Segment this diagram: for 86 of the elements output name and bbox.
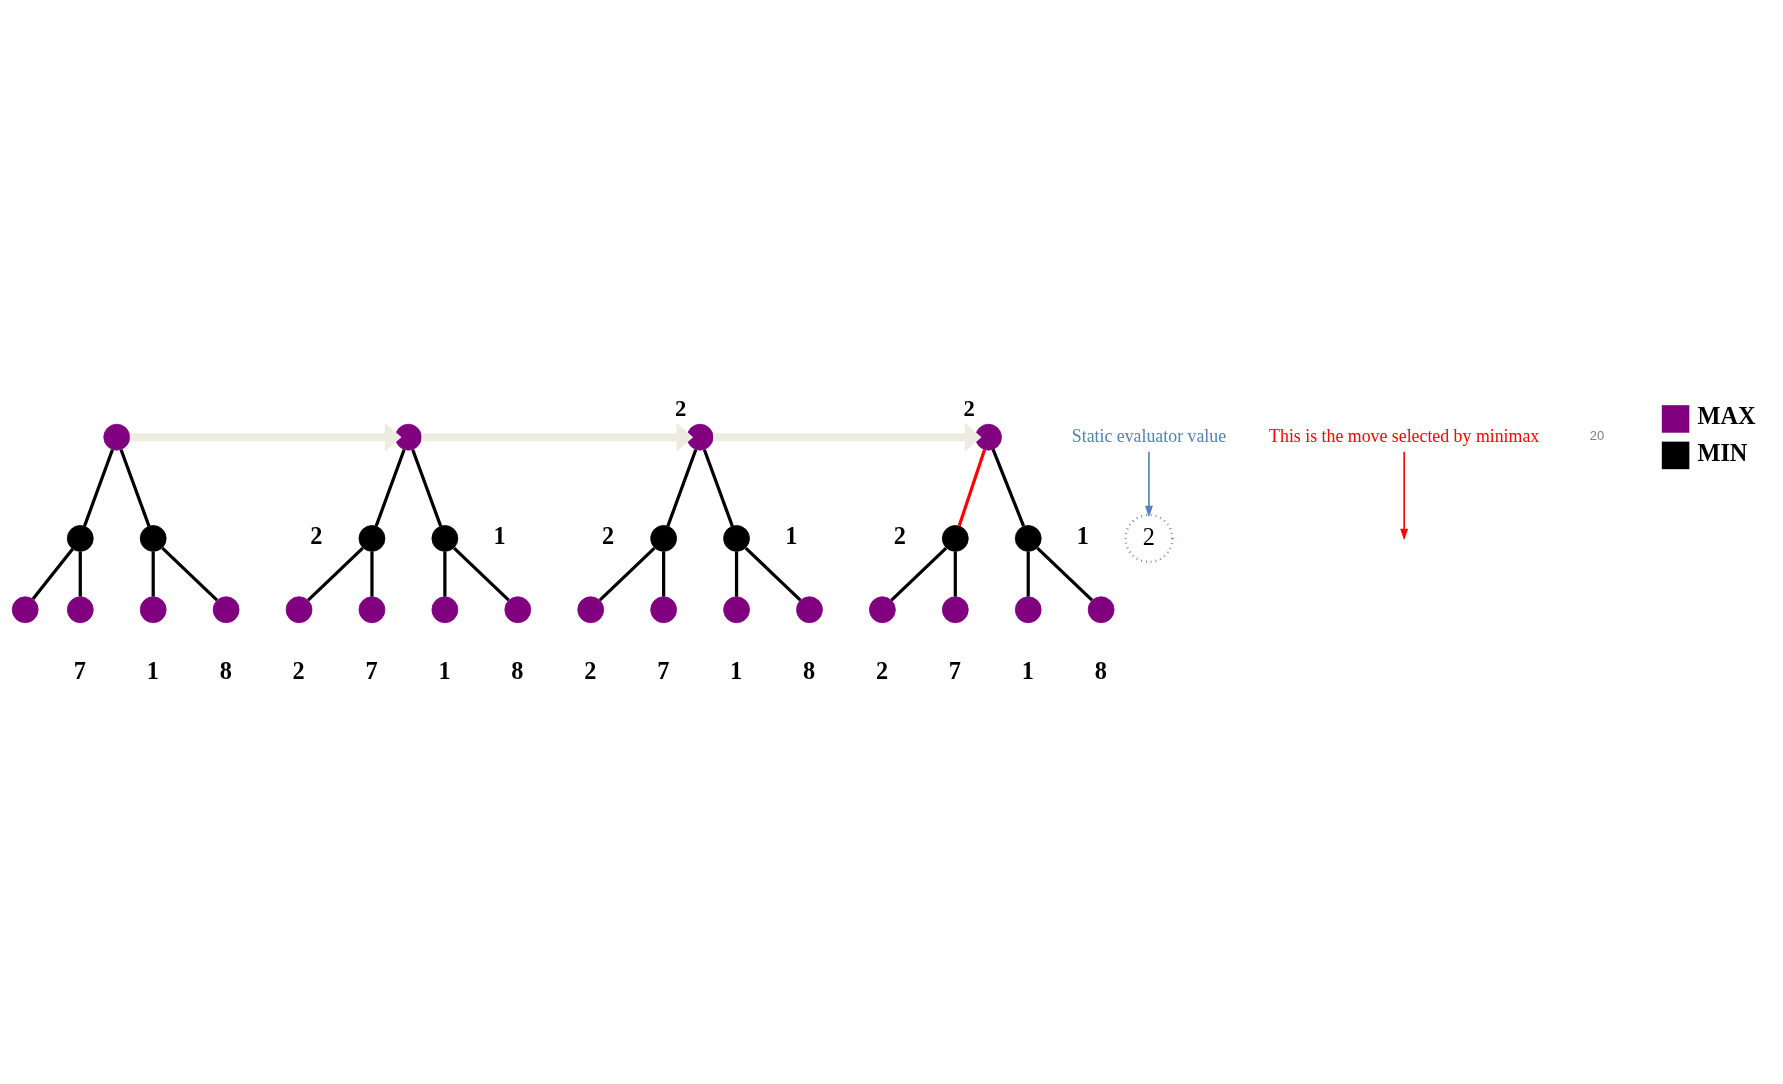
arrow [421,422,694,452]
node-label: 8 [1094,656,1107,684]
connector [991,448,1026,527]
connector [1026,551,1030,597]
connector [953,551,957,597]
node-circle [431,524,459,552]
node-circle [1014,524,1042,552]
connector [734,551,739,597]
node-label: 1 [493,521,506,549]
node-label: 1 [785,521,798,549]
connector [443,551,447,597]
node-circle [66,524,94,552]
connector [411,448,443,527]
legend-label: MIN [1697,438,1748,466]
node-label: 1 [730,656,743,684]
node-circle [358,595,386,623]
node-label: 1 [146,656,159,684]
connector [78,551,82,597]
node-circle [212,595,240,623]
node-label: 8 [511,656,524,684]
arrow [713,422,982,452]
connector [119,448,151,527]
node-circle [358,524,386,552]
node-circle [650,595,677,623]
node-label: 7 [657,656,670,684]
arrow [129,422,402,452]
node-circle [1014,595,1042,623]
node-label: 7 [365,656,378,684]
node-label: 1 [1076,521,1089,549]
node-circle [139,595,167,623]
connector [370,551,374,597]
node-label: 2 [292,656,305,684]
node-circle [577,595,605,623]
node-label: 2 [310,521,323,549]
node-circle [723,524,750,552]
node-label: 7 [73,656,86,684]
node-circle [941,524,969,552]
node-label: 2 [674,395,687,421]
node-label: 7 [948,656,961,684]
connector [666,448,698,527]
node-circle [139,524,167,552]
node-circle [103,423,131,451]
connector [161,546,219,601]
node-circle [941,595,969,623]
node-label: 8 [802,656,816,684]
node-circle [285,595,313,623]
node-label: 2 [584,656,597,684]
node-label: 2 [602,521,615,549]
legend-label: MAX [1697,401,1756,429]
node-circle [975,423,1002,451]
node-label: 1 [1021,656,1034,684]
connector [151,551,155,597]
node-circle [686,423,714,451]
connector [453,546,510,601]
node-label: 2 [893,521,906,549]
node-text: This is the move selected by minimax [1269,425,1540,446]
arrow [1144,450,1153,517]
arrow [1400,450,1409,540]
connector [744,546,802,601]
connector [957,448,987,526]
node-label: 2 [875,656,889,684]
node-circle: 2 [1124,513,1174,563]
connector [598,546,656,601]
node-circle [869,595,896,623]
node-circle [11,595,39,623]
node-circle [1087,595,1115,623]
connector [82,448,114,527]
connector [374,448,406,527]
connector [890,546,948,601]
node-circle [395,423,422,451]
connector [31,547,74,600]
connector [1036,546,1094,601]
node-label: 8 [219,656,232,684]
node-text: Static evaluator value [1071,425,1227,446]
node-circle [650,524,677,552]
label: 20 [1589,427,1605,443]
node-circle [723,595,750,623]
connector [702,448,734,527]
connector [662,551,666,597]
node-circle [66,595,94,623]
node-label: 1 [438,656,451,684]
node-circle [796,595,823,623]
connector [307,546,364,601]
node-circle [504,595,532,623]
node-label: 2 [963,395,975,421]
node-circle [431,595,459,623]
